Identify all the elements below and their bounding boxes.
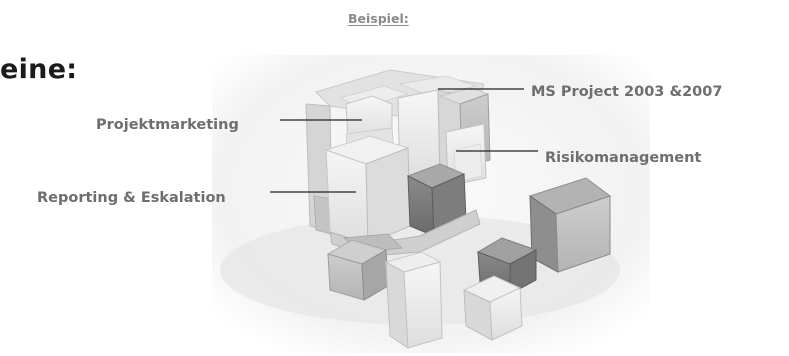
loose-cube-left-gray bbox=[326, 239, 389, 301]
callout-risikomanagement: Risikomanagement bbox=[545, 150, 702, 166]
loose-cube-right-dark bbox=[528, 177, 612, 273]
main-cube-cluster bbox=[305, 69, 491, 257]
page-heading: eine: bbox=[0, 54, 78, 85]
callout-leader-lines bbox=[270, 88, 538, 193]
loose-cube-white-small bbox=[462, 275, 523, 341]
callout-ms-project: MS Project 2003 &2007 bbox=[531, 84, 723, 100]
callout-reporting-eskalation: Reporting & Eskalation bbox=[37, 190, 226, 206]
callout-projektmarketing: Projektmarketing bbox=[96, 117, 239, 133]
example-caption: Beispiel: bbox=[348, 11, 409, 26]
loose-cube-front-white bbox=[384, 251, 443, 349]
